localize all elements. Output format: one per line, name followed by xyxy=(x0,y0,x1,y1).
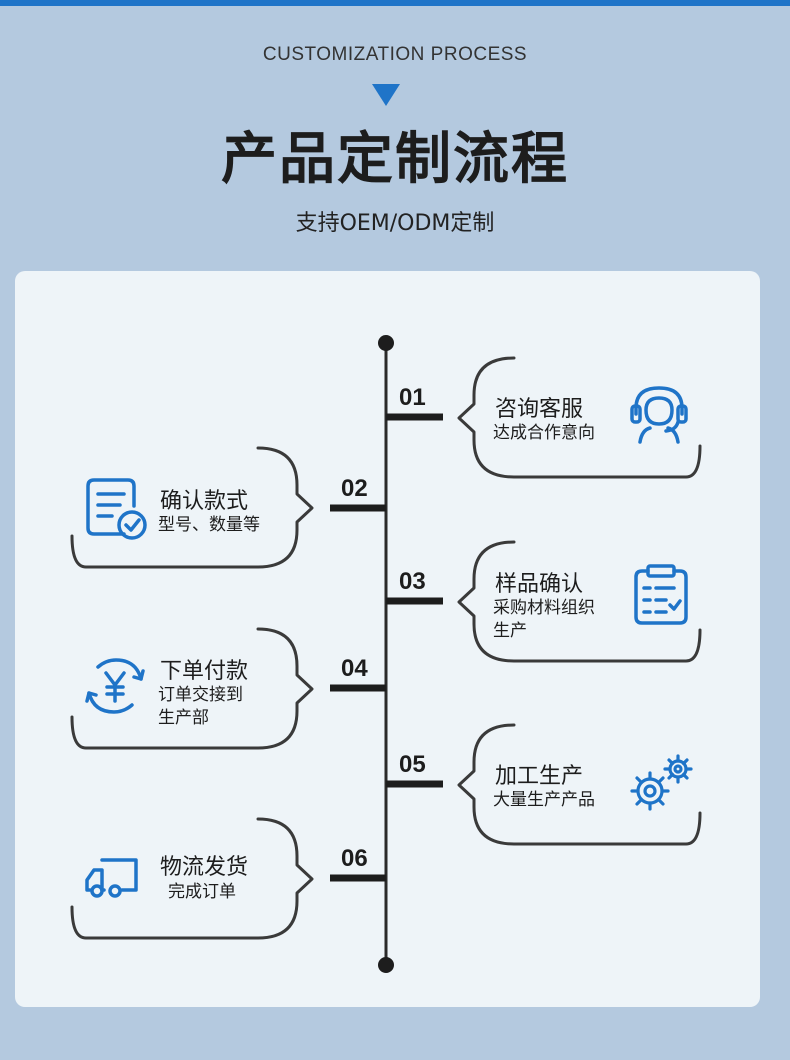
step-02-bracket xyxy=(70,446,314,569)
down-triangle-icon xyxy=(372,84,400,106)
step-05-desc-line-1: 大量生产产品 xyxy=(493,790,595,810)
top-accent-bar xyxy=(0,0,790,6)
step-06-title: 物流发货 xyxy=(160,855,249,880)
truck-icon xyxy=(85,858,138,898)
timeline-end-dot xyxy=(378,957,394,973)
step-06-number: 06 xyxy=(341,845,368,872)
step-02-title: 确认款式 xyxy=(160,489,249,514)
yen-exchange-icon xyxy=(85,658,145,714)
step-04-desc-line-2: 生产部 xyxy=(158,708,209,728)
step-06-desc-line-1: 完成订单 xyxy=(168,882,236,902)
document-check-icon xyxy=(86,478,147,540)
step-04-title: 下单付款 xyxy=(160,659,249,684)
step-03-number: 03 xyxy=(399,568,426,595)
step-03-desc-line-1: 采购材料组织 xyxy=(493,598,595,618)
gears-icon xyxy=(630,754,693,811)
step-03-title: 样品确认 xyxy=(495,572,584,597)
step-01-title: 咨询客服 xyxy=(495,397,584,422)
step-04-desc-line-1: 订单交接到 xyxy=(158,685,243,705)
step-04-bracket xyxy=(70,627,314,750)
step-06-bracket xyxy=(70,817,314,940)
step-01-number: 01 xyxy=(399,384,426,411)
step-02-desc-line-1: 型号、数量等 xyxy=(158,515,260,535)
step-05-number: 05 xyxy=(399,751,426,778)
step-05-bracket xyxy=(457,723,702,846)
step-04-number: 04 xyxy=(341,655,368,682)
step-01-bracket xyxy=(457,356,702,479)
step-01-desc-line-1: 达成合作意向 xyxy=(493,423,595,443)
step-03-bracket xyxy=(457,540,702,663)
step-02-number: 02 xyxy=(341,475,368,502)
headset-icon xyxy=(630,386,688,444)
page-title: 产品定制流程 xyxy=(221,127,569,192)
clipboard-checklist-icon xyxy=(634,564,688,625)
step-05-title: 加工生产 xyxy=(495,764,584,789)
timeline-start-dot xyxy=(378,335,394,351)
step-03-desc-line-2: 生产 xyxy=(493,621,527,641)
page-subtitle: 支持OEM/ODM定制 xyxy=(295,211,495,236)
eyebrow-text: CUSTOMIZATION PROCESS xyxy=(262,44,528,65)
